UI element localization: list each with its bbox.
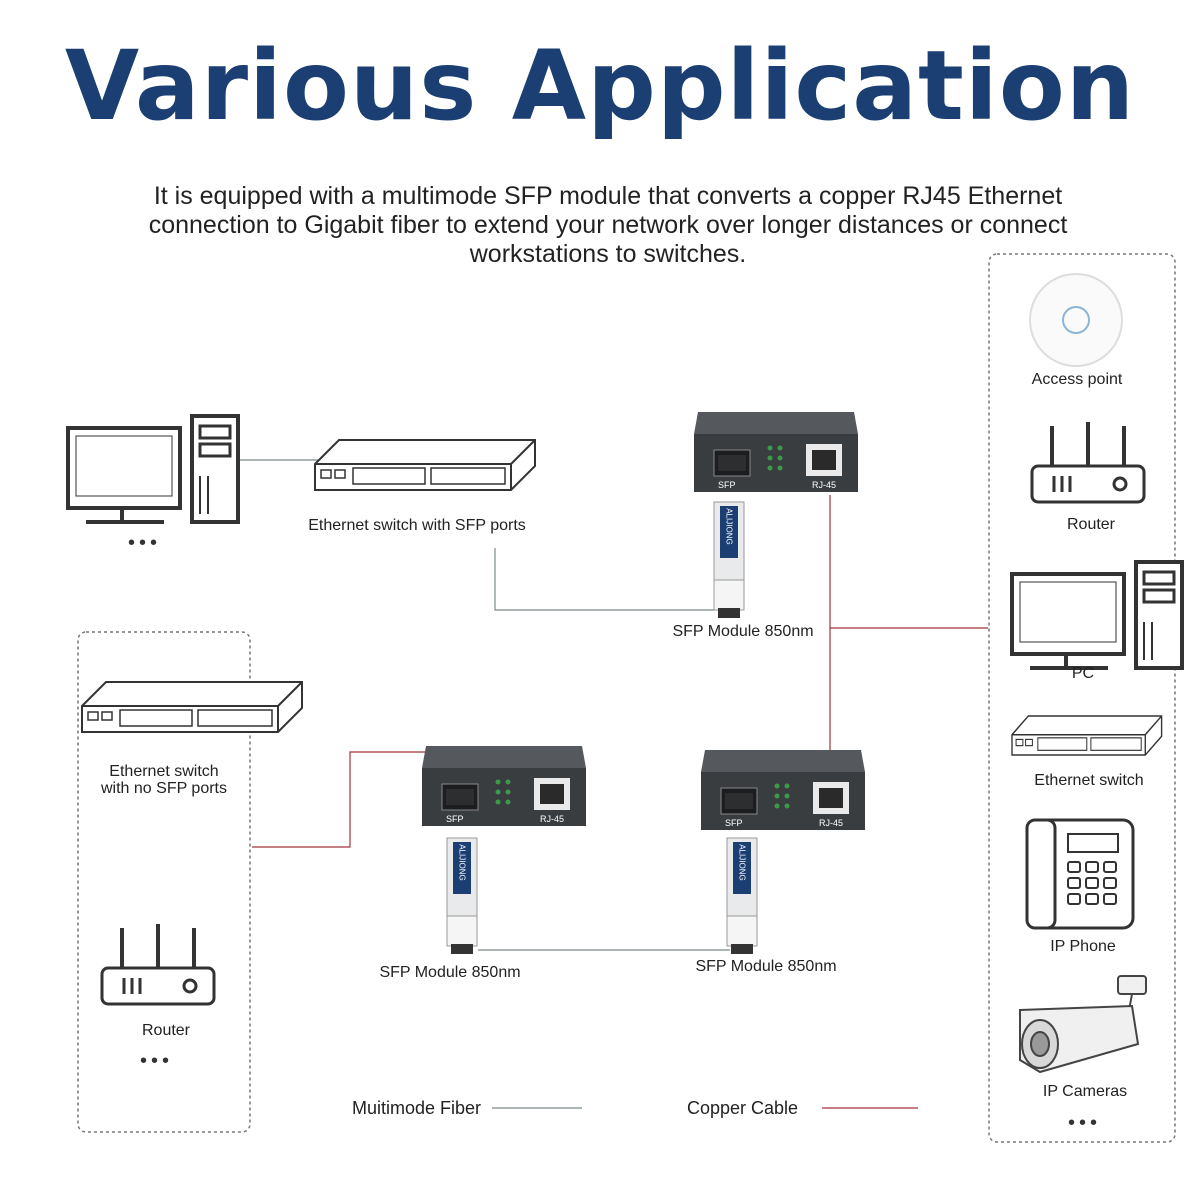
pc-label: PC — [1071, 665, 1095, 682]
port-sfp-label-left: SFP — [446, 814, 464, 824]
ethernet-switch-no-sfp-label-1: Ethernet switch — [109, 763, 219, 780]
ethernet-switch-no-sfp-label-2: with no SFP ports — [101, 780, 227, 797]
legend-copper-label: Copper Cable — [687, 1098, 799, 1118]
access-point-label: Access point — [1031, 371, 1123, 388]
port-rj45-label-top: RJ-45 — [812, 480, 837, 490]
router-right-label: Router — [1066, 516, 1116, 533]
sfp-module-top-label: SFP Module 850nm — [672, 623, 814, 640]
more-devices-ellipsis-pc: ••• — [128, 532, 162, 554]
port-sfp-label-right: SFP — [725, 818, 743, 828]
ip-cameras-label: IP Cameras — [1042, 1083, 1128, 1100]
port-rj45-label-left: RJ-45 — [540, 814, 565, 824]
legend-fiber-label: Muitimode Fiber — [352, 1098, 482, 1118]
port-rj45-label-right: RJ-45 — [819, 818, 844, 828]
more-devices-ellipsis-right: ••• — [1068, 1112, 1102, 1134]
page-subtitle: It is equipped with a multimode SFP modu… — [148, 182, 1068, 268]
port-sfp-label-top: SFP — [718, 480, 736, 490]
ip-phone-label: IP Phone — [1050, 938, 1116, 955]
more-devices-ellipsis-left: ••• — [140, 1050, 174, 1072]
sfp-module-left-label: SFP Module 850nm — [379, 964, 521, 981]
module-brand-top: ALIJIONG — [724, 508, 734, 545]
ethernet-switch-sfp-label: Ethernet switch with SFP ports — [308, 517, 526, 534]
router-left-label: Router — [141, 1022, 191, 1039]
ethernet-switch-right-label: Ethernet switch — [1034, 772, 1144, 789]
sfp-module-right-label: SFP Module 850nm — [695, 958, 837, 975]
module-brand-right: ALIJIONG — [737, 844, 747, 881]
page-title: Various Application — [64, 30, 1136, 142]
module-brand-left: ALIJIONG — [457, 844, 467, 881]
